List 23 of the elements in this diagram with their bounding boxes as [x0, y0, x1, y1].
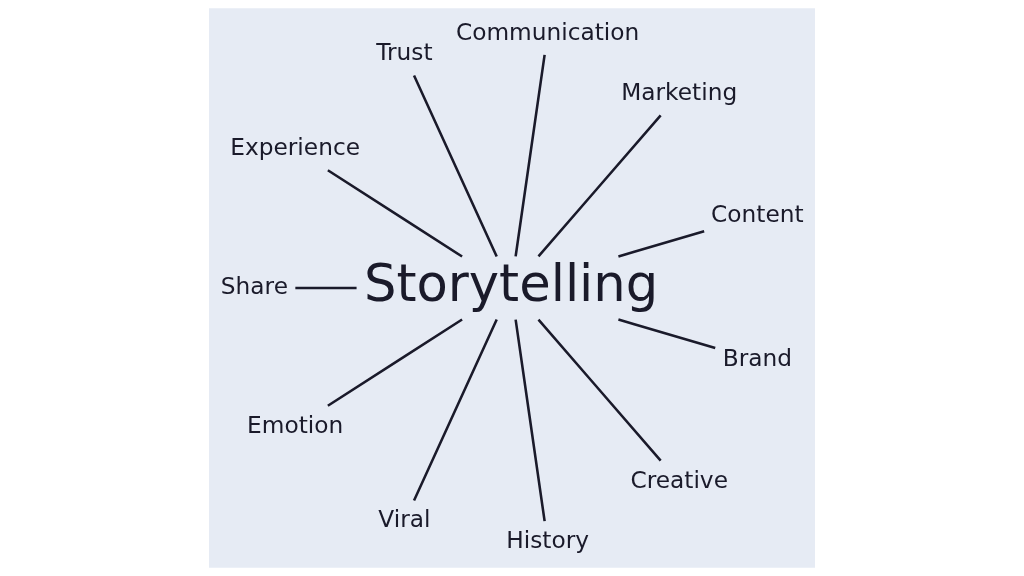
node-text: Communication: [455, 17, 640, 45]
connector: [618, 230, 705, 258]
node-text: Emotion: [247, 410, 344, 438]
connector: [514, 319, 546, 522]
node-text: Share: [220, 271, 288, 299]
node-text: Experience: [230, 133, 361, 161]
node-text: History: [506, 525, 590, 553]
node-text: Storytelling: [363, 253, 659, 314]
connector: [537, 318, 662, 462]
node-text: Trust: [376, 38, 433, 66]
connector: [412, 74, 498, 258]
node-text: Marketing: [621, 77, 738, 105]
connector: [618, 318, 716, 350]
node-text: Creative: [630, 465, 728, 493]
connector: [514, 54, 546, 257]
connector: [412, 318, 498, 502]
connector: [295, 286, 357, 290]
connector: [327, 169, 463, 258]
node-text: Content: [711, 199, 804, 227]
connector: [537, 114, 662, 258]
connector: [327, 318, 463, 407]
node-text: Viral: [378, 505, 431, 533]
node-text: Brand: [722, 344, 793, 372]
